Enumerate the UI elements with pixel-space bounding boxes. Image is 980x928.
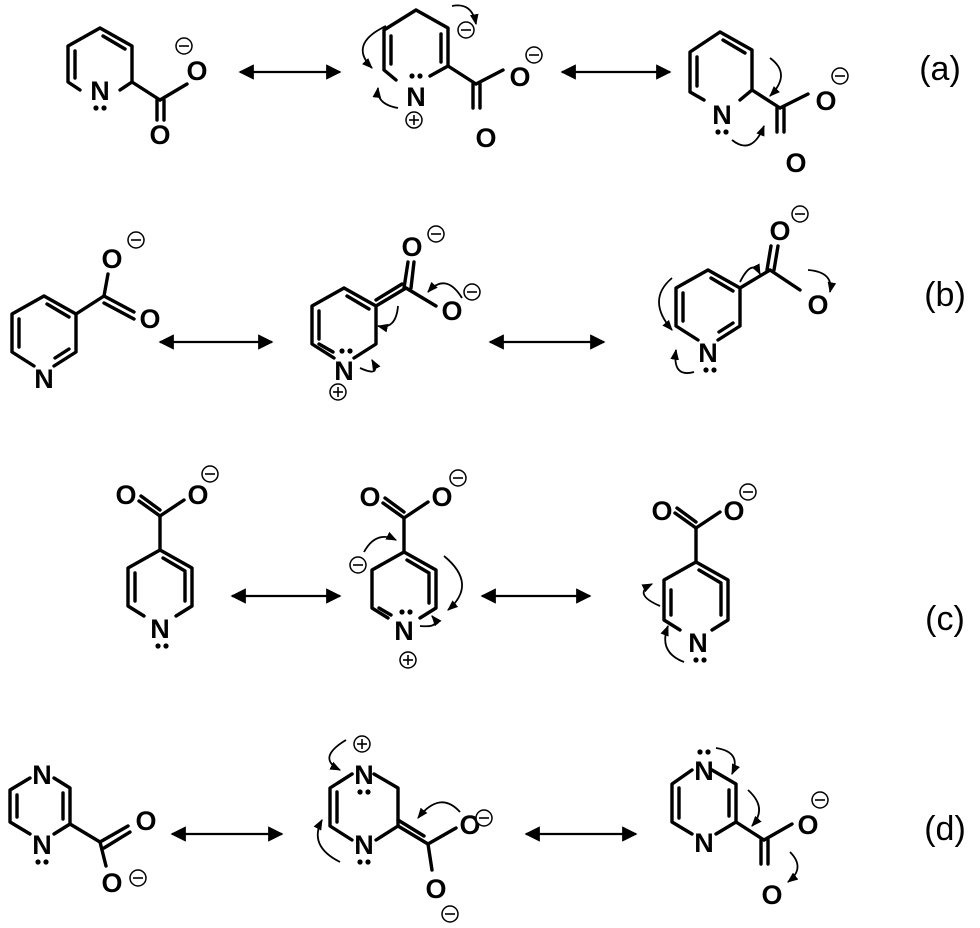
row-c: N O O N O O <box>115 465 965 669</box>
atom-n: N <box>90 76 110 106</box>
atom-n: N <box>694 828 714 858</box>
negative-charge-icon <box>427 225 445 243</box>
atom-o: O <box>769 216 790 246</box>
negative-charge-icon <box>441 905 459 923</box>
row-d: N N O O N N O O <box>8 735 966 923</box>
structure-b1: N O O <box>10 231 161 394</box>
atom-n: N <box>712 100 732 130</box>
positive-charge-icon <box>353 735 371 753</box>
atom-n: N <box>354 760 374 790</box>
atom-o: O <box>401 232 422 262</box>
atom-o: O <box>187 480 208 510</box>
atom-o: O <box>807 290 828 320</box>
negative-charge-icon <box>739 483 757 501</box>
positive-charge-icon <box>399 651 417 669</box>
negative-charge-icon <box>457 21 475 39</box>
structure-b2: N O O <box>310 225 481 401</box>
atom-o: O <box>475 123 496 153</box>
atom-o: O <box>135 806 156 836</box>
structure-d1: N N O O <box>8 760 157 898</box>
atom-n: N <box>334 356 354 386</box>
atom-o: O <box>425 874 446 904</box>
atom-o: O <box>101 244 122 274</box>
structure-c1: N O O <box>115 465 219 649</box>
atom-o: O <box>186 56 207 86</box>
atom-o: O <box>797 810 818 840</box>
atom-o: O <box>431 482 452 512</box>
row-label-b: (b) <box>924 276 966 314</box>
negative-charge-icon <box>127 231 145 249</box>
negative-charge-icon <box>811 791 829 809</box>
atom-n: N <box>394 616 414 646</box>
atom-o: O <box>723 496 744 526</box>
atom-o: O <box>785 148 806 178</box>
structure-d3: N N O O <box>670 747 829 910</box>
atom-n: N <box>34 364 54 394</box>
atom-n: N <box>406 82 426 112</box>
atom-o: O <box>815 86 836 116</box>
row-label-d: (d) <box>924 810 966 848</box>
atom-n: N <box>698 338 718 368</box>
atom-n: N <box>32 760 52 790</box>
atom-o: O <box>149 120 170 150</box>
atom-o: O <box>115 480 136 510</box>
negative-charge-icon <box>129 869 147 887</box>
structure-a3: N O O <box>688 30 849 178</box>
atom-o: O <box>651 496 672 526</box>
row-label-c: (c) <box>925 600 965 638</box>
row-b: N O O N O O <box>10 205 966 401</box>
negative-charge-icon <box>449 469 467 487</box>
positive-charge-icon <box>329 383 347 401</box>
atom-o: O <box>459 810 480 840</box>
structure-b3: N O O <box>658 205 837 374</box>
row-label-a: (a) <box>919 50 961 88</box>
negative-charge-icon <box>463 283 481 301</box>
row-a: N O O N O O <box>66 4 961 178</box>
negative-charge-icon <box>201 465 219 483</box>
atom-o: O <box>101 868 122 898</box>
atom-o: O <box>139 304 160 334</box>
atom-o: O <box>441 296 462 326</box>
structure-a2: N O O <box>361 4 543 153</box>
negative-charge-icon <box>791 205 809 223</box>
atom-n: N <box>354 830 374 860</box>
structure-a1: N O O <box>66 26 208 150</box>
negative-charge-icon <box>525 46 543 64</box>
positive-charge-icon <box>405 111 423 129</box>
structure-c3: N O O <box>641 483 757 663</box>
negative-charge-icon <box>349 556 367 574</box>
atom-n: N <box>150 614 170 644</box>
atom-n: N <box>688 628 708 658</box>
atom-n: N <box>694 756 714 786</box>
atom-o: O <box>359 482 380 512</box>
atom-o: O <box>509 62 530 92</box>
negative-charge-icon <box>175 37 193 55</box>
atom-n: N <box>32 830 52 860</box>
structure-c2: N O O <box>349 469 467 669</box>
negative-charge-icon <box>475 809 493 827</box>
atom-o: O <box>761 880 782 910</box>
structure-d2: N N O O <box>313 735 493 923</box>
negative-charge-icon <box>831 67 849 85</box>
